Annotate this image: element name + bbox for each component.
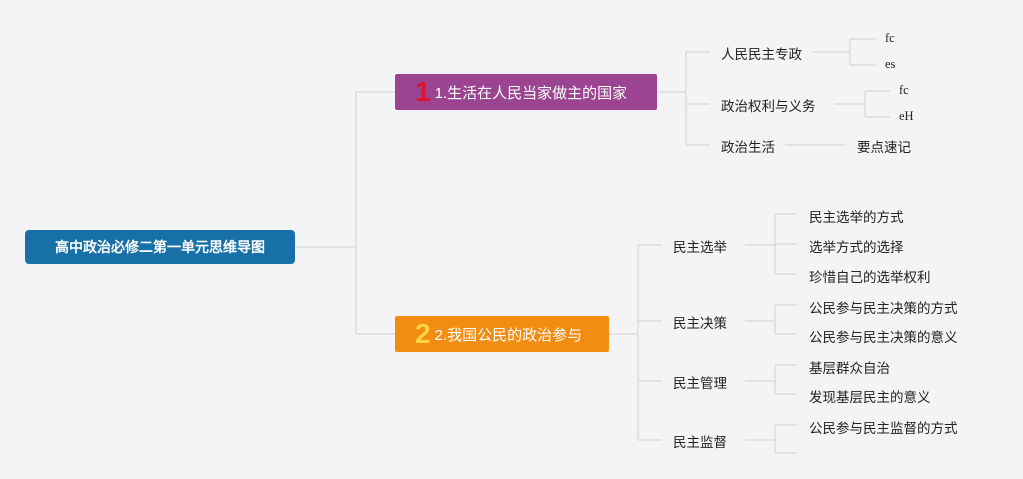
leaf-label: 公民参与民主决策的方式	[809, 301, 958, 316]
topic-label: 民主选举	[673, 240, 727, 255]
topic-democratic-election[interactable]: 民主选举	[673, 236, 727, 256]
leaf-label: 民主选举的方式	[809, 210, 904, 225]
leaf-label: 公民参与民主决策的意义	[809, 330, 958, 345]
leaf-label: fc	[885, 31, 895, 45]
leaf-grassroots-autonomy[interactable]: 基层群众自治	[809, 357, 890, 377]
root-node[interactable]: 高中政治必修二第一单元思维导图	[25, 230, 295, 264]
topic-label: 政治生活	[721, 140, 775, 155]
leaf-label: fc	[899, 83, 909, 97]
branch-node-1[interactable]: 1 1.生活在人民当家做主的国家	[395, 74, 657, 110]
branch-node-2[interactable]: 2 2.我国公民的政治参与	[395, 316, 609, 352]
topic-democratic-decision[interactable]: 民主决策	[673, 312, 727, 332]
leaf-label: eH	[899, 109, 914, 123]
topic-label: 民主决策	[673, 316, 727, 331]
topic-people-democratic-dictatorship[interactable]: 人民民主专政	[721, 43, 802, 63]
leaf-key-points[interactable]: 要点速记	[857, 136, 911, 156]
leaf-label: 选举方式的选择	[809, 240, 904, 255]
topic-political-life[interactable]: 政治生活	[721, 136, 775, 156]
branch-label-1: 1.生活在人民当家做主的国家	[434, 84, 628, 102]
leaf-grassroots-significance[interactable]: 发现基层民主的意义	[809, 386, 931, 406]
leaf-election-method[interactable]: 民主选举的方式	[809, 206, 904, 226]
leaf-election-choice[interactable]: 选举方式的选择	[809, 236, 904, 256]
leaf-label: 公民参与民主监督的方式	[809, 421, 958, 436]
branch-number-2: 2	[415, 318, 431, 349]
topic-democratic-management[interactable]: 民主管理	[673, 372, 727, 392]
topic-political-rights-duties[interactable]: 政治权利与义务	[721, 95, 816, 115]
topic-label: 人民民主专政	[721, 47, 802, 62]
leaf-label: 珍惜自己的选举权利	[809, 270, 931, 285]
topic-label: 民主监督	[673, 435, 727, 450]
leaf-label: es	[885, 57, 896, 71]
leaf-label: 基层群众自治	[809, 361, 890, 376]
leaf-label: 要点速记	[857, 140, 911, 155]
leaf-decision-method[interactable]: 公民参与民主决策的方式	[809, 297, 958, 317]
leaf-supervision-method[interactable]: 公民参与民主监督的方式	[809, 417, 958, 437]
leaf-fc-1[interactable]: fc	[885, 31, 895, 46]
leaf-decision-significance[interactable]: 公民参与民主决策的意义	[809, 326, 958, 346]
leaf-fc-2[interactable]: fc	[899, 83, 909, 98]
topic-label: 民主管理	[673, 376, 727, 391]
leaf-label: 发现基层民主的意义	[809, 390, 931, 405]
topic-label: 政治权利与义务	[721, 99, 816, 114]
topic-democratic-supervision[interactable]: 民主监督	[673, 431, 727, 451]
leaf-eh[interactable]: eH	[899, 109, 914, 124]
leaf-es[interactable]: es	[885, 57, 895, 72]
branch-label-2: 2.我国公民的政治参与	[434, 326, 583, 344]
branch-number-1: 1	[415, 76, 431, 107]
root-label: 高中政治必修二第一单元思维导图	[55, 239, 265, 255]
leaf-cherish-election-right[interactable]: 珍惜自己的选举权利	[809, 266, 931, 286]
